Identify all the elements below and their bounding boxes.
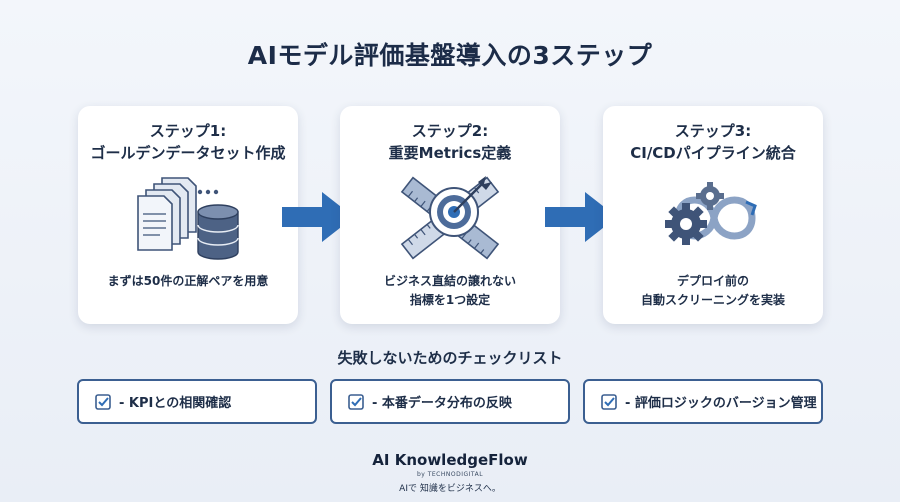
step-title: ステップ3: CI/CDパイプライン統合	[603, 120, 823, 164]
checkbox-checked-icon	[601, 393, 617, 410]
checklist-item: - 本番データ分布の反映	[330, 379, 570, 424]
checkbox-checked-icon	[348, 393, 364, 410]
brand-subtitle: by TECHNODIGITAL	[416, 471, 484, 478]
step-card-1: ステップ1: ゴールデンデータセット作成	[78, 106, 298, 324]
page-title: AIモデル評価基盤導入の3ステップ	[247, 41, 653, 70]
checklist-item: - 評価ロジックのバージョン管理	[583, 379, 823, 424]
step-title: ステップ2: 重要Metrics定義	[340, 120, 560, 164]
step-label: ステップ3:	[674, 122, 752, 140]
step-desc-line: ビジネス直結の譲れない	[383, 274, 516, 288]
documents-database-icon	[128, 172, 248, 268]
step-title: ステップ1: ゴールデンデータセット作成	[78, 120, 298, 164]
arrow-right-icon	[282, 192, 354, 242]
brand-name: AI KnowledgeFlow	[372, 451, 528, 469]
step-desc-line: デプロイ前の	[676, 274, 749, 288]
gears-pipeline-icon	[648, 172, 778, 268]
step-description: ビジネス直結の譲れない 指標を1つ設定	[340, 272, 560, 310]
checklist-item-label: - KPIとの相関確認	[119, 396, 232, 411]
checklist-item: - KPIとの相関確認	[77, 379, 317, 424]
step-heading: 重要Metrics定義	[388, 144, 512, 162]
checklist-item-label: - 本番データ分布の反映	[372, 396, 512, 411]
step-card-2: ステップ2: 重要Metrics定義	[340, 106, 560, 324]
arrow-right-icon	[545, 192, 617, 242]
step-description: デプロイ前の 自動スクリーニングを実装	[603, 272, 823, 310]
step-desc-line: 自動スクリーニングを実装	[640, 293, 785, 307]
step-description: まずは50件の正解ペアを用意	[78, 272, 298, 291]
checklist-title: 失敗しないためのチェックリスト	[337, 349, 563, 367]
checkbox-checked-icon	[95, 393, 111, 410]
step-heading: CI/CDパイプライン統合	[630, 144, 796, 162]
brand-tagline: AIで 知識をビジネスへ。	[399, 484, 501, 494]
checklist-item-label: - 評価ロジックのバージョン管理	[625, 396, 817, 411]
step-card-3: ステップ3: CI/CDパイプライン統合	[603, 106, 823, 324]
step-label: ステップ1:	[149, 122, 227, 140]
ruler-target-icon	[390, 172, 510, 268]
step-label: ステップ2:	[411, 122, 489, 140]
step-desc-line: 指標を1つ設定	[409, 293, 491, 307]
step-desc-line: まずは50件の正解ペアを用意	[107, 274, 269, 288]
step-heading: ゴールデンデータセット作成	[90, 144, 286, 162]
